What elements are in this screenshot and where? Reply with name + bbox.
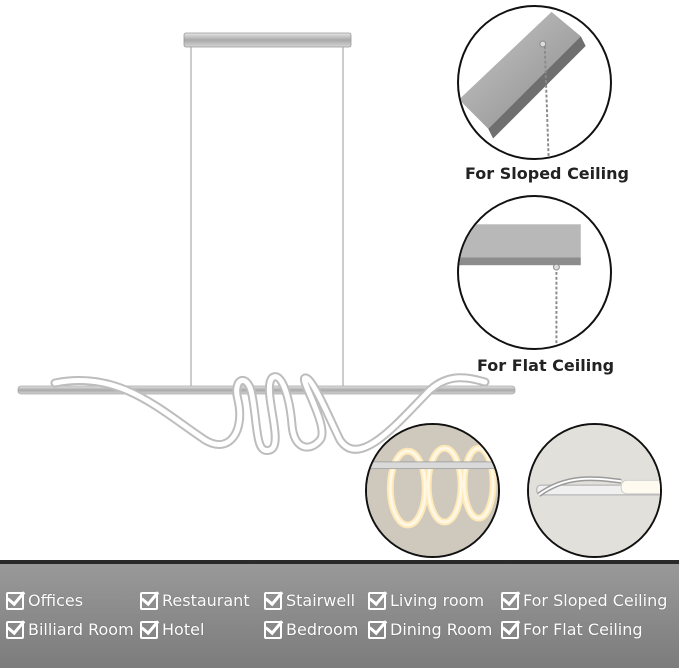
checkbox-icon <box>264 591 282 610</box>
tag-label: For Flat Ceiling <box>523 620 643 639</box>
tag-sloped-ceiling: For Sloped Ceiling <box>501 591 667 610</box>
sloped-ceiling-caption: For Sloped Ceiling <box>465 164 629 183</box>
ceiling-canopy <box>183 32 352 48</box>
tag-label: Dining Room <box>390 620 493 639</box>
tag-label: For Sloped Ceiling <box>523 591 668 610</box>
tag-flat-ceiling: For Flat Ceiling <box>501 620 643 639</box>
checkbox-icon <box>501 620 519 639</box>
application-band <box>0 560 679 668</box>
tag-offices: Offices <box>6 591 83 610</box>
tag-label: Billiard Room <box>28 620 134 639</box>
spiral-led-tube <box>50 372 490 455</box>
checkbox-icon <box>501 591 519 610</box>
tag-label: Bedroom <box>286 620 359 639</box>
checkbox-icon <box>140 591 158 610</box>
tag-label: Offices <box>28 591 84 610</box>
tag-living-room: Living room <box>368 591 484 610</box>
checkbox-icon <box>6 591 24 610</box>
tag-hotel: Hotel <box>140 620 204 639</box>
tag-label: Living room <box>390 591 485 610</box>
bar-end-detail <box>527 423 662 558</box>
tag-label: Restaurant <box>162 591 250 610</box>
checkbox-icon <box>140 620 158 639</box>
tag-billiard-room: Billiard Room <box>6 620 134 639</box>
checkbox-icon <box>264 620 282 639</box>
flat-ceiling-detail <box>457 195 612 350</box>
flat-ceiling-caption: For Flat Ceiling <box>477 356 615 375</box>
band-top-border <box>0 560 679 564</box>
tag-bedroom: Bedroom <box>264 620 358 639</box>
checkbox-icon <box>6 620 24 639</box>
tag-label: Stairwell <box>286 591 356 610</box>
checkbox-icon <box>368 620 386 639</box>
pendant-light-illustration <box>17 32 516 455</box>
tag-dining-room: Dining Room <box>368 620 492 639</box>
spiral-glow-detail <box>365 423 500 558</box>
tag-label: Hotel <box>162 620 205 639</box>
sloped-ceiling-detail <box>457 5 612 160</box>
tag-stairwell: Stairwell <box>264 591 355 610</box>
tag-restaurant: Restaurant <box>140 591 250 610</box>
checkbox-icon <box>368 591 386 610</box>
